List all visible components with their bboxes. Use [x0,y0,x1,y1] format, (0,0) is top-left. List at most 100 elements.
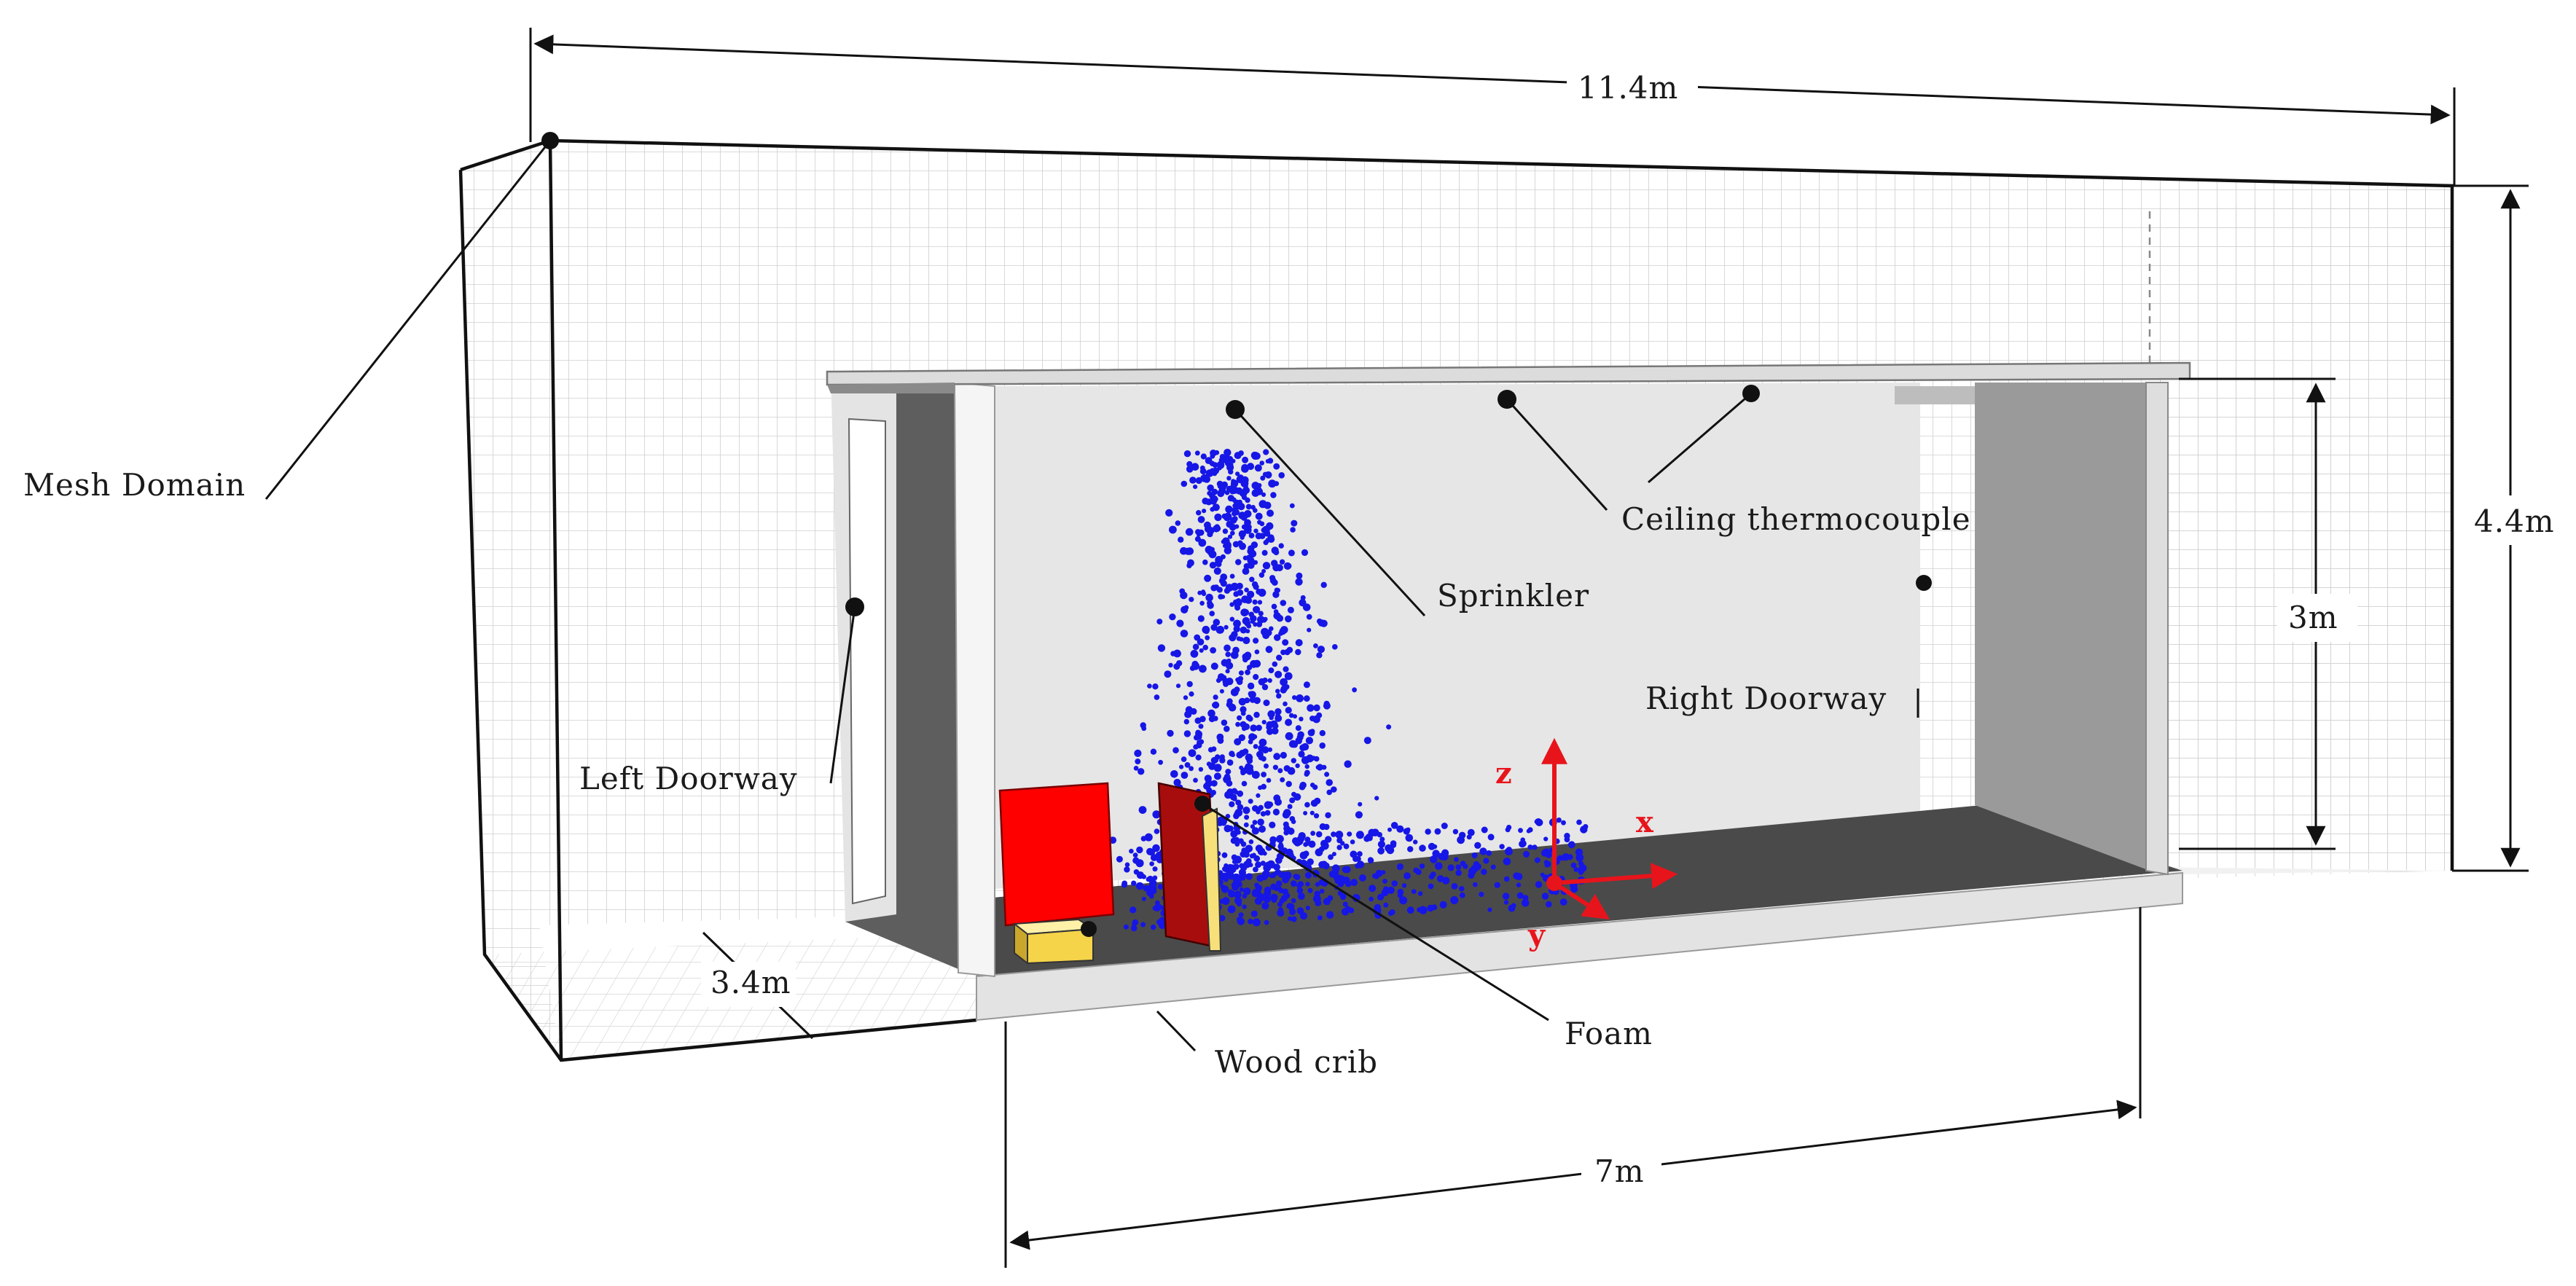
water-droplet [1425,828,1431,835]
water-droplet [1336,837,1343,844]
water-droplet [1430,855,1438,863]
water-droplet [1282,639,1289,646]
water-droplet [1193,485,1198,490]
water-droplet [1197,638,1205,646]
water-droplet [1227,534,1233,539]
depth-label: 3.4m [710,965,791,1000]
water-droplet [1213,525,1221,533]
water-droplet [1295,578,1303,586]
water-droplet [1234,790,1239,795]
water-droplet [1521,899,1530,907]
water-droplet [1226,678,1234,686]
water-droplet [1245,714,1253,721]
water-droplet [1401,883,1407,888]
water-droplet [1275,880,1283,887]
water-droplet [1350,839,1355,844]
water-droplet [1183,730,1191,737]
water-droplet [1195,729,1201,736]
water-droplet [1390,822,1398,829]
water-droplet [1454,857,1459,862]
water-droplet [1252,820,1258,826]
water-droplet [1344,760,1352,768]
water-droplet [1355,863,1361,869]
water-droplet [1255,885,1262,892]
water-droplet [1206,471,1211,477]
water-droplet [1229,801,1235,807]
water-droplet [1253,638,1259,644]
water-droplet [1205,593,1213,602]
water-droplet [1221,675,1227,681]
water-droplet [1167,729,1174,737]
dim-label-bg [2277,594,2357,642]
water-droplet [1503,858,1511,866]
water-droplet [1487,834,1495,841]
wood-crib [1012,918,1096,965]
water-droplet [1463,863,1468,869]
water-droplet [1406,827,1411,833]
x-axis-label: x [1636,805,1654,839]
water-droplet [1224,644,1231,652]
water-droplet [1226,476,1232,481]
water-droplet [1225,669,1230,674]
crib-leader [1156,1010,1197,1052]
water-droplet [1285,562,1292,569]
water-droplet [1217,490,1225,498]
water-droplet [1239,637,1244,642]
water-droplet [1253,659,1261,668]
water-droplet [1238,530,1246,538]
water-droplet [1175,660,1183,667]
water-droplet [1196,510,1202,516]
water-droplet [1183,695,1189,700]
water-droplet [1527,844,1533,850]
water-droplet [1419,863,1425,869]
water-droplet [1326,911,1334,919]
water-droplet [1244,697,1250,704]
water-droplet [1235,559,1242,565]
water-droplet [1474,842,1481,850]
water-droplet [1158,759,1163,765]
water-droplet [1230,530,1235,536]
water-droplet [1328,854,1334,860]
water-droplet [1305,737,1313,745]
water-droplet [1197,590,1202,595]
water-droplet [1207,484,1214,492]
water-droplet [1473,882,1478,887]
water-droplet [1230,830,1238,838]
water-droplet [1261,568,1267,573]
water-droplet [1278,543,1284,549]
water-droplet [1116,855,1123,863]
water-droplet [1267,458,1274,464]
water-droplet [1250,451,1258,459]
water-droplet [1397,888,1404,895]
water-droplet [1258,738,1267,747]
water-droplet [1428,883,1434,890]
water-droplet [1303,681,1310,689]
z-axis-label: z [1495,756,1512,791]
water-droplet [1273,753,1281,761]
water-droplet [1301,742,1309,751]
water-droplet [1238,450,1244,456]
water-droplet [1261,902,1269,910]
water-droplet [1156,851,1162,858]
water-droplet [1133,869,1140,875]
water-droplet [1242,904,1247,909]
water-droplet [1135,859,1144,868]
water-droplet [1199,465,1205,471]
water-droplet [1234,501,1240,507]
water-droplet [1486,850,1492,856]
water-droplet [1291,880,1297,887]
water-droplet [1235,882,1242,887]
right-doorway-label: Right Doorway [1645,681,1887,716]
water-droplet [1273,549,1280,556]
water-droplet [1191,662,1200,670]
leader-lines [265,140,1919,1052]
water-droplet [1264,801,1272,809]
water-droplet [1192,643,1199,651]
water-droplet [1272,661,1278,667]
water-droplet [1390,888,1395,893]
water-droplet [1272,764,1278,770]
water-droplet [1271,603,1277,610]
water-droplet [1251,482,1260,490]
water-droplet [1210,584,1218,592]
water-droplet [1264,471,1272,479]
